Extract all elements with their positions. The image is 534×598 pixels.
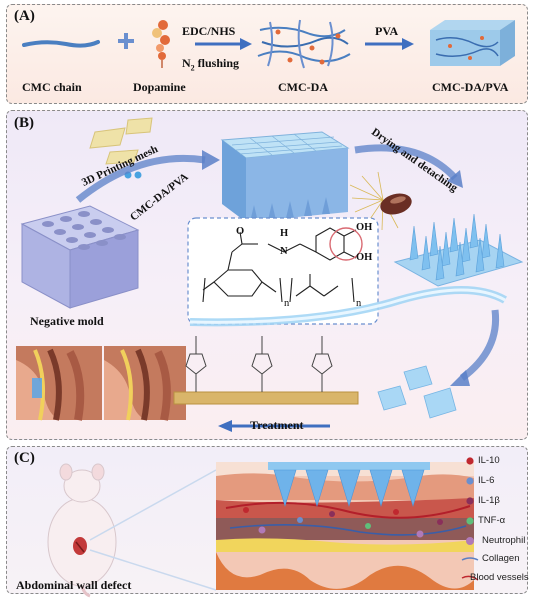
callout-line-bottom <box>89 549 217 591</box>
legend-marker-il6 <box>466 477 474 485</box>
filled-mold-block-icon <box>220 131 350 222</box>
chem-h-label: H <box>280 228 289 239</box>
dopamine-molecule-icon <box>152 20 170 68</box>
rat-icon <box>47 463 117 598</box>
reaction-arrow-2 <box>365 38 414 50</box>
n2-flushing-label: N2 flushing <box>182 56 240 73</box>
legend-marker-tnfa <box>466 517 474 525</box>
chem-oh-2-label: OH <box>356 252 373 263</box>
cmc-da-network-icon <box>257 19 351 69</box>
edc-nhs-label: EDC/NHS <box>182 24 236 38</box>
dopamine-label: Dopamine <box>133 80 186 94</box>
panel-a-graphics <box>22 19 515 69</box>
legend-marker-collagen <box>461 557 479 561</box>
callout-line-top <box>89 469 217 541</box>
panel-b-graphics <box>16 117 524 432</box>
treatment-arrow <box>218 420 330 432</box>
cmc-chain-label: CMC chain <box>22 80 82 94</box>
legend-marker-neutrophil <box>466 537 474 545</box>
chem-n-sub-2: n <box>356 298 362 309</box>
tissue-cross-section <box>216 462 474 590</box>
legend-label-il1b: IL-1β <box>478 495 500 506</box>
printing-mesh-icon <box>89 117 153 165</box>
negative-mold-icon <box>20 205 140 309</box>
microneedle-patch-icon <box>393 213 524 287</box>
droplet-icon <box>134 171 142 179</box>
plus-icon <box>118 33 134 49</box>
legend-label-collagen: Collagen <box>482 553 520 564</box>
chem-n-label: N <box>280 246 288 257</box>
legend-label-blood-vessels: Blood vessels <box>470 572 529 583</box>
chem-o-label: O <box>236 226 245 237</box>
tissue-image-left <box>16 346 102 421</box>
legend-marker-il10 <box>466 457 474 465</box>
legend-label-il6: IL-6 <box>478 475 495 486</box>
cmc-da-label: CMC-DA <box>278 80 328 94</box>
chemical-structure-inset <box>187 217 379 325</box>
chem-oh-1-label: OH <box>356 222 373 233</box>
cmc-chain-icon <box>22 40 100 48</box>
cmc-da-pva-label-a: CMC-DA/PVA <box>432 80 509 94</box>
pva-label: PVA <box>375 24 399 38</box>
legend-label-il10: IL-10 <box>478 455 500 466</box>
process-arrow-1 <box>75 154 206 203</box>
panel-b-tag: (B) <box>14 115 34 131</box>
adhesion-interface-icon <box>173 336 359 405</box>
chem-n-sub-1: n <box>284 298 290 309</box>
legend-label-tnfa: TNF-α <box>478 515 506 526</box>
negative-mold-label: Negative mold <box>30 314 104 328</box>
reaction-arrow-1 <box>195 38 252 50</box>
panel-c-tag: (C) <box>14 450 35 466</box>
tissue-image-right <box>104 346 186 421</box>
process-arrow-2 <box>354 144 458 181</box>
legend-marker-il1b <box>466 497 474 505</box>
seed-icon <box>349 171 412 231</box>
panel-a-tag: (A) <box>14 8 35 24</box>
abdominal-label: Abdominal wall defect <box>16 578 132 592</box>
cmc-da-pva-block-icon <box>430 20 515 66</box>
process-arrow-3 <box>459 309 500 381</box>
patch-fragments-icon <box>377 365 457 419</box>
legend-label-neutrophil: Neutrophil <box>482 535 526 546</box>
legend-marker-blood-vessels <box>461 575 479 581</box>
treatment-label: Treatment <box>250 418 304 432</box>
